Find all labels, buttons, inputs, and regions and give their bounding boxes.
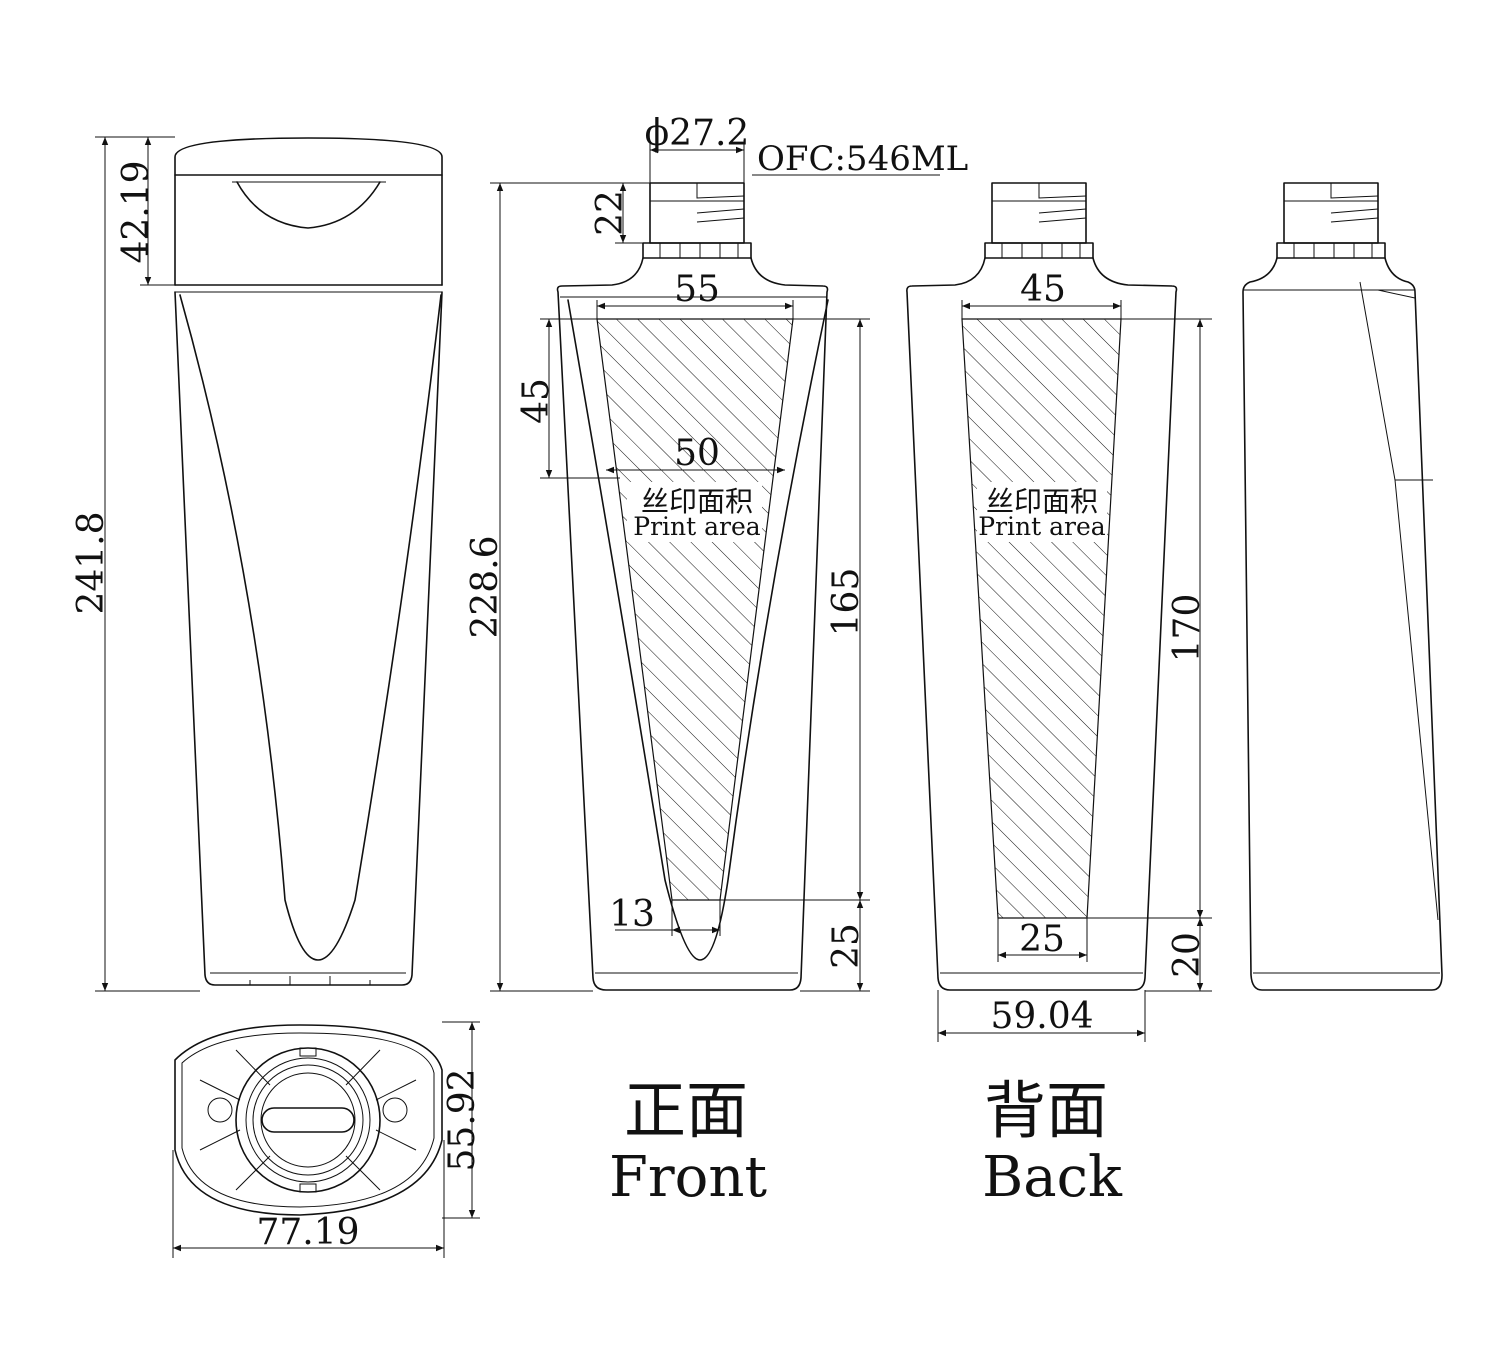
front-bottom-width-label: 13 [609,894,655,935]
back-top-width-label: 45 [1020,269,1066,310]
back-print-area-en: Print area [978,512,1106,541]
neck-height-label: 22 [590,190,631,236]
back-bottom-width-label: 25 [1019,919,1065,960]
top-view: 55.92 77.19 [172,1021,483,1258]
back-bottom-gap-label: 20 [1167,932,1208,978]
front-top-width-label: 55 [674,269,720,310]
front-caption-en: Front [609,1145,767,1210]
bottle-width-label: 59.04 [990,996,1093,1037]
front-print-area-zh: 丝印面积 [641,485,753,518]
back-print-area [961,318,1122,919]
total-height-label: 241.8 [71,511,112,614]
front-label-height-label: 45 [516,378,557,424]
front-bottom-gap-label: 25 [826,923,867,969]
back-print-area-zh: 丝印面积 [986,485,1098,518]
front-view: OFC:546ML ϕ27.2 22 228.6 55 45 50 丝印面积 P… [465,113,968,1210]
capacity-label: OFC:546ML [757,139,968,179]
front-mid-width-label: 50 [674,433,720,474]
front-print-height-label: 165 [826,568,867,637]
side-view [1242,182,1443,991]
front-print-area-en: Print area [633,512,761,541]
body-height-label: 228.6 [465,535,506,638]
back-print-height-label: 170 [1167,594,1208,663]
back-caption-en: Back [982,1145,1123,1210]
top-depth-label: 55.92 [442,1068,483,1171]
cap-height-label: 42.19 [116,160,157,263]
front-caption-zh: 正面 [624,1074,748,1147]
top-width-label: 77.19 [256,1212,359,1253]
back-view: 45 丝印面积 Print area 170 20 25 59.04 背面 Ba… [906,182,1212,1210]
back-caption-zh: 背面 [984,1074,1108,1147]
neck-diameter-label: ϕ27.2 [645,113,750,154]
side-view-with-cap: 241.8 42.19 [71,136,443,992]
front-print-area [596,318,794,901]
